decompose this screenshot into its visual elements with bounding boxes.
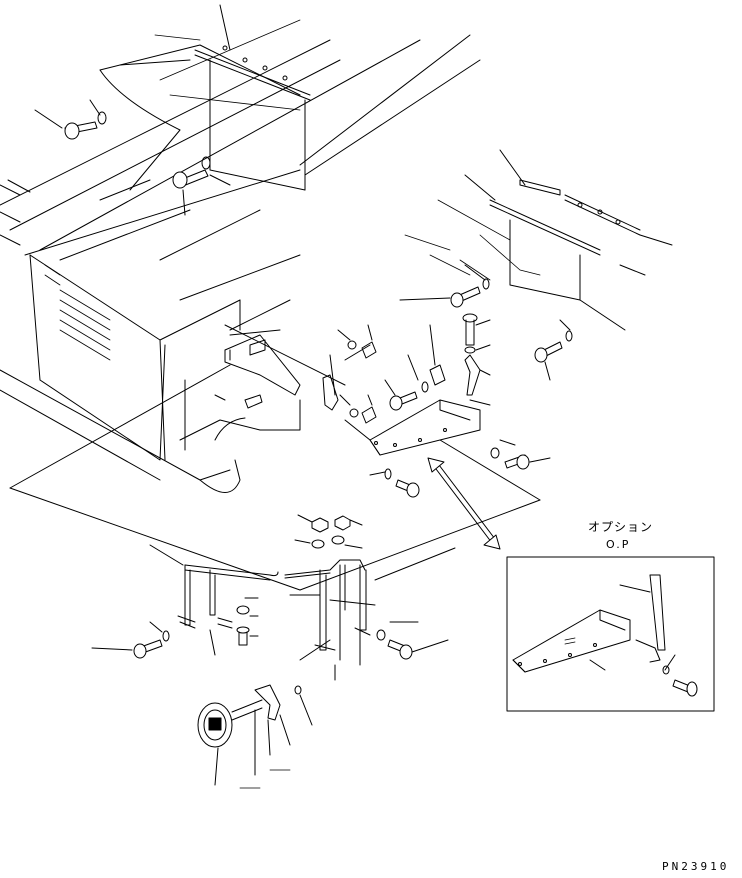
nut-washer-lower bbox=[294, 514, 363, 549]
bolt-step-lower bbox=[369, 468, 420, 498]
handrail-center bbox=[284, 547, 456, 666]
option-box bbox=[506, 556, 715, 712]
drawing-number: PN23910 bbox=[662, 860, 730, 873]
option-subtitle: O.P bbox=[606, 538, 631, 551]
bolt-lower-right bbox=[376, 621, 449, 660]
mount-bracket bbox=[184, 324, 371, 451]
double-arrow bbox=[427, 457, 501, 550]
leader-lines bbox=[9, 364, 541, 591]
mud-flap-left bbox=[154, 4, 311, 191]
bolt-upper-left bbox=[34, 99, 107, 140]
mud-flap-right bbox=[404, 149, 673, 331]
bolt-center bbox=[384, 354, 429, 411]
bolt-right-lower bbox=[534, 319, 573, 381]
option-title: オプション bbox=[588, 520, 654, 534]
horn bbox=[197, 664, 336, 789]
bolt-upper-left-2 bbox=[172, 156, 231, 216]
bolt-lower-center bbox=[236, 597, 259, 646]
step-plate bbox=[344, 399, 491, 456]
bolt-lower-left bbox=[91, 621, 170, 659]
bolt-vertical bbox=[462, 313, 491, 354]
nut-washer-set bbox=[337, 324, 377, 424]
bolt-right-upper bbox=[399, 264, 490, 308]
bolt-step-right bbox=[490, 439, 551, 470]
clip-bracket bbox=[429, 324, 491, 396]
machine-body bbox=[0, 34, 481, 493]
handrail-left bbox=[149, 544, 279, 656]
